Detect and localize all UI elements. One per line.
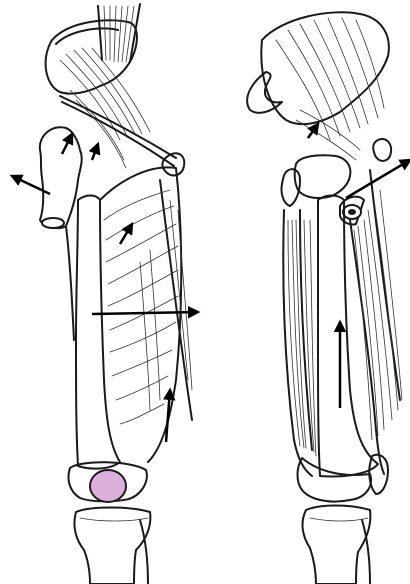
hamstring-muscles <box>283 170 402 476</box>
arrow-left-pectineus <box>120 224 132 244</box>
femur-shaft-right <box>318 196 378 477</box>
arrow-left-iliacus-up <box>62 134 72 154</box>
medial-condyle-right <box>369 455 388 494</box>
arrow-right-rotator-pull <box>346 160 410 198</box>
femur-head-right <box>295 155 351 198</box>
femur-condyles-right <box>298 458 372 502</box>
arrow-left-psoas-up <box>92 144 98 160</box>
arrow-right-gluteal-up <box>308 124 318 138</box>
arrow-left-adductor-pull <box>92 312 198 314</box>
right-view <box>247 12 410 584</box>
tibia-right <box>303 506 371 584</box>
femur-shaft-left <box>76 196 120 469</box>
left-view <box>12 4 198 584</box>
femur-neck-cut <box>42 218 64 228</box>
arrow-left-hip-outward <box>12 176 50 194</box>
femur-head-left <box>40 127 82 228</box>
patella-left <box>90 470 126 502</box>
pelvis-outline-right <box>261 12 389 124</box>
